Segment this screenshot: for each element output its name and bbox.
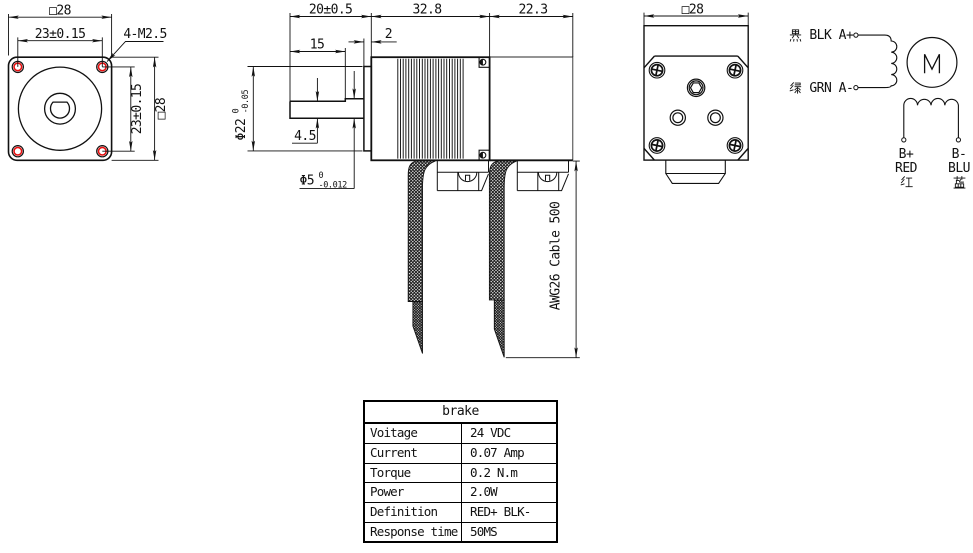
wiring-diagram	[853, 32, 962, 143]
front-view: □28 23±0.15 4-M2.5 23±0.15 □28	[7, 4, 169, 162]
side-dim-shaft-len-text: 20±0.5	[309, 3, 352, 18]
side-dim-pilot-dia-tol-top: 0	[231, 108, 241, 113]
back-dimensions	[643, 12, 749, 26]
back-bosses	[669, 109, 724, 126]
front-dim-width-text: □28	[49, 4, 71, 19]
table-row: Voitage 24 VDC	[365, 423, 556, 443]
table-cell-value: RED+ BLK-	[470, 504, 531, 520]
table-row: Power 2.0W	[365, 482, 556, 503]
table-row: Definition RED+ BLK-	[365, 502, 556, 522]
side-brake-outline	[489, 56, 574, 161]
side-dim-pilot-dia-main: Φ22	[234, 119, 249, 141]
table-cell-label: Definition	[365, 503, 462, 522]
side-dimensions	[247, 13, 580, 359]
cable-brake-tip	[493, 299, 505, 358]
label-b-minus: B- BLU	[939, 146, 973, 190]
table-cell-value: 2.0W	[470, 484, 498, 500]
table-row: Torque 0.2 N.m	[365, 462, 556, 483]
label-b-minus-line3	[939, 175, 973, 190]
front-mount-holes	[11, 60, 109, 158]
spec-table: brake Voitage 24 VDC Current 0.07 Amp Torq…	[363, 400, 558, 543]
label-b-plus-line2: RED	[895, 160, 917, 176]
side-shaft-outline	[289, 97, 364, 120]
side-dim-pilot-dia: Φ22 0 -0.05	[231, 90, 251, 141]
table-cell-value: 50MS	[470, 523, 498, 539]
back-dim-width-text: □28	[682, 2, 704, 17]
cable-motor-tip	[412, 301, 423, 354]
side-dim-body-len-text: 32.8	[413, 3, 442, 18]
label-b-minus-line2: BLU	[948, 160, 970, 176]
terminal-a-minus	[853, 85, 859, 91]
side-dim-pilot-depth-text: 2	[385, 27, 392, 42]
phase-a-coil	[858, 34, 898, 89]
table-row: Current 0.07 Amp	[365, 442, 556, 463]
side-pilot-boss	[363, 65, 373, 152]
side-dim-shaft-dia-tol-top: 0	[319, 171, 324, 181]
side-dim-flat-height-text: 4.5	[294, 129, 316, 144]
back-cable-exit	[665, 160, 726, 184]
side-dim-flat-len-text: 15	[310, 37, 324, 52]
side-clip-top	[478, 56, 491, 68]
front-dim-holes-h-text: 23±0.15	[35, 27, 86, 42]
table-cell-label: Torque	[365, 463, 462, 483]
front-dim-holes-v-text: 23±0.15	[130, 84, 145, 135]
front-boss-circle	[43, 92, 77, 125]
spec-table-title: brake	[365, 402, 556, 423]
side-motor-body	[370, 56, 491, 162]
back-screws	[648, 61, 744, 154]
table-cell-label: Current	[365, 443, 462, 463]
front-dim-height-text: □28	[154, 98, 169, 120]
motor-letter-m	[923, 54, 941, 74]
side-dim-shaft-dia-main: Φ5	[300, 174, 314, 189]
table-cell-value: 0.07 Amp	[470, 444, 525, 460]
side-dim-shaft-dia-tol-bottom: -0.012	[319, 181, 348, 191]
back-center-nut	[686, 78, 706, 98]
label-b-minus-line1: B-	[951, 146, 967, 162]
front-hole-callout-text: 4-M2.5	[123, 27, 166, 42]
front-dimensions	[8, 14, 164, 161]
front-pilot-circle	[17, 66, 103, 151]
front-flange-outline	[7, 56, 113, 162]
back-face-chamfers	[643, 55, 749, 161]
side-connector-brake	[516, 160, 569, 192]
side-dim-brake-len-text: 22.3	[519, 3, 548, 18]
table-cell-value: 0.2 N.m	[470, 464, 518, 480]
side-view: 20±0.5 32.8 22.3 15 2 4.5 Φ22 0 -0.05 Φ5…	[231, 3, 580, 359]
table-cell-label: Voitage	[365, 424, 462, 443]
back-outer-outline	[643, 25, 749, 161]
label-phase-a-minus: GRN A-	[789, 81, 854, 96]
side-connector-motor	[436, 160, 489, 192]
table-cell-label: Power	[365, 483, 462, 503]
terminal-b-plus	[901, 137, 907, 143]
side-dim-pilot-dia-tol-bottom: -0.05	[241, 90, 251, 114]
table-row: Response time 50MS	[365, 521, 556, 542]
back-view: □28	[643, 2, 749, 184]
front-shaft-dcut	[49, 101, 71, 119]
side-dim-shaft-dia: Φ5 0 -0.012	[300, 171, 348, 191]
table-cell-value: 24 VDC	[470, 425, 511, 440]
cable-motor	[407, 160, 436, 354]
cable-label-text: AWG26 Cable 500	[549, 202, 564, 310]
motor-circle	[906, 36, 958, 88]
terminal-b-minus	[955, 137, 962, 143]
label-b-plus-line1: B+	[898, 146, 914, 162]
label-b-plus-line3	[886, 175, 926, 190]
table-cell-label: Response time	[365, 522, 462, 542]
cable-brake	[488, 160, 517, 358]
label-b-plus: B+ RED	[886, 146, 926, 190]
terminal-a-plus	[853, 32, 859, 38]
phase-b-coil	[903, 97, 959, 138]
side-motor-fins	[397, 58, 464, 159]
label-phase-a-plus: BLK A+	[789, 28, 854, 43]
side-clip-bottom	[478, 149, 491, 161]
